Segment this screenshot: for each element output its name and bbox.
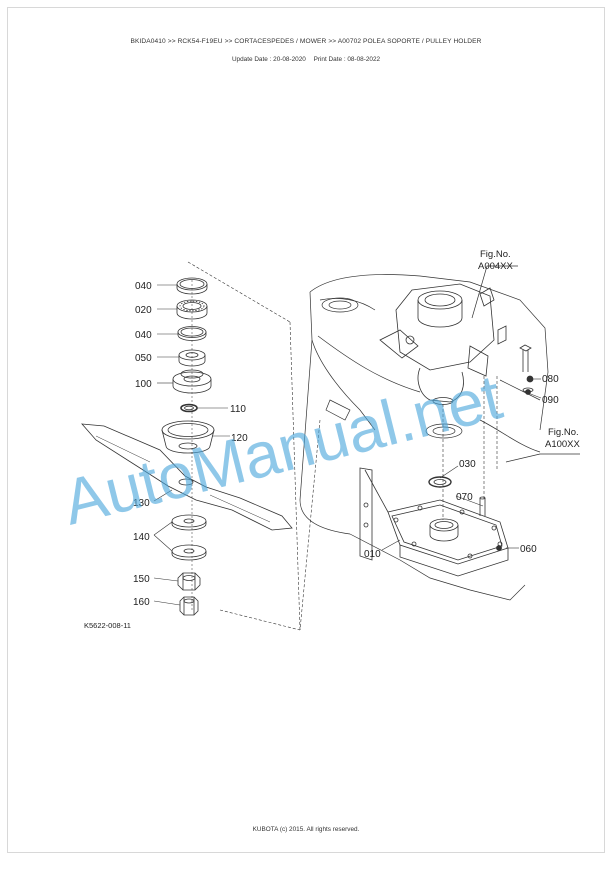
part-100-hub <box>172 369 212 394</box>
label-120: 120 <box>231 433 248 444</box>
label-080: 080 <box>542 374 559 385</box>
left-assembly-outline <box>187 261 301 631</box>
right-assembly-lines <box>299 376 498 631</box>
part-labels: 040 020 040 050 100 110 120 130 140 150 … <box>133 281 559 608</box>
label-050: 050 <box>135 353 152 364</box>
label-140: 140 <box>133 532 150 543</box>
part-040-snap-ring-top <box>176 277 208 295</box>
breadcrumb: BKIDA0410 >> RCK54-F19EU >> CORTACESPEDE… <box>130 38 482 45</box>
fig-link-a004xx[interactable]: Fig.No. A004XX <box>478 249 514 272</box>
gearbox <box>379 283 507 405</box>
part-070-pin <box>479 496 486 516</box>
part-160-cap-nut <box>179 596 199 616</box>
part-110-ring <box>180 403 198 413</box>
part-020-bearing <box>176 299 208 320</box>
label-160: 160 <box>133 597 150 608</box>
fig-link-a100xx[interactable]: Fig.No. A100XX <box>545 427 581 450</box>
label-060: 060 <box>520 544 537 555</box>
label-100: 100 <box>135 379 152 390</box>
part-010-pulley-holder <box>359 467 509 577</box>
part-050-spacer <box>178 349 206 367</box>
leader-lines-left <box>153 284 230 606</box>
label-040: 040 <box>135 281 152 292</box>
label-130: 130 <box>133 498 150 509</box>
part-030-bearing <box>428 476 452 488</box>
part-130-blade <box>81 423 293 531</box>
part-120-blade-holder <box>161 420 215 454</box>
part-080-bolt <box>519 344 532 372</box>
footer-copyright: KUBOTA (c) 2015. All rights reserved. <box>252 826 360 833</box>
fig-link-number: A100XX <box>545 439 581 450</box>
part-060-marker <box>496 545 502 551</box>
figure-reference: K5622-008-11 <box>84 621 131 630</box>
label-150: 150 <box>133 574 150 585</box>
part-150-nut <box>177 572 201 591</box>
label-030: 030 <box>459 459 476 470</box>
mower-deck-housing <box>299 274 549 601</box>
part-140-washer-top <box>171 514 207 531</box>
page-frame <box>7 7 605 853</box>
part-140-washer-bottom <box>171 544 207 561</box>
fig-link-prefix: Fig.No. <box>480 249 511 260</box>
update-date: Update Date : 20-08-2020 <box>231 56 306 63</box>
label-040: 040 <box>135 330 152 341</box>
label-070: 070 <box>456 492 473 503</box>
leader-lines-right <box>381 265 580 551</box>
label-020: 020 <box>135 305 152 316</box>
part-040-snap-ring-bottom <box>177 326 207 341</box>
label-090: 090 <box>542 395 559 406</box>
label-010: 010 <box>364 549 381 560</box>
label-110: 110 <box>230 404 246 415</box>
fig-link-prefix: Fig.No. <box>548 427 579 438</box>
print-date: Print Date : 08-08-2022 <box>313 56 381 63</box>
date-line: Update Date : 20-08-2020 Print Date : 08… <box>0 56 612 63</box>
fig-link-number: A004XX <box>478 261 514 272</box>
